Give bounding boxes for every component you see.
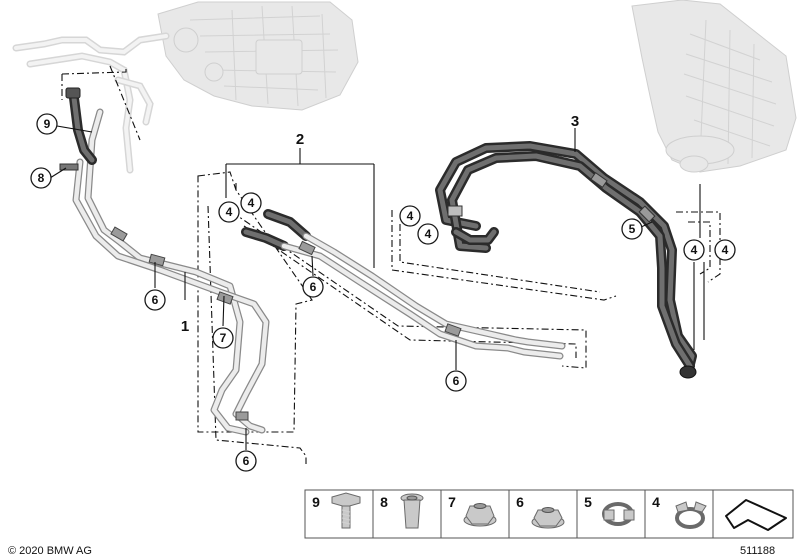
legend-item-4[interactable]: 4: [644, 489, 714, 539]
callout-5[interactable]: 5: [621, 218, 643, 240]
callout-4[interactable]: 4: [714, 239, 736, 261]
svg-text:5: 5: [584, 494, 592, 510]
callout-9[interactable]: 9: [36, 113, 58, 135]
ghost-pipes-top-left: [12, 32, 170, 174]
connector-cap: [65, 87, 81, 99]
svg-text:7: 7: [220, 331, 227, 345]
callout-6[interactable]: 6: [144, 289, 166, 311]
legend-item-9[interactable]: 9: [304, 489, 374, 539]
group-label-2: 2: [296, 131, 304, 148]
legend-item-8[interactable]: 8: [372, 489, 442, 539]
svg-text:8: 8: [38, 171, 45, 185]
svg-text:4: 4: [425, 227, 432, 241]
hose-clamp-icon: [602, 502, 635, 526]
callout-6[interactable]: 6: [302, 276, 324, 298]
hose-assembly-3: [435, 141, 697, 379]
svg-text:9: 9: [44, 117, 51, 131]
group-label-1: 1: [181, 318, 189, 335]
callout-4[interactable]: 4: [417, 223, 439, 245]
callout-4[interactable]: 4: [683, 239, 705, 261]
legend-item-seal[interactable]: [712, 489, 794, 539]
engine-block-illustration: [157, 1, 359, 111]
legend-item-6[interactable]: 6: [508, 489, 578, 539]
svg-text:4: 4: [652, 494, 660, 510]
rivet-nut-icon: [400, 493, 424, 529]
callout-4[interactable]: 4: [240, 192, 262, 214]
svg-text:9: 9: [312, 494, 320, 510]
hex-nut-icon: [463, 503, 497, 527]
callout-4[interactable]: 4: [399, 205, 421, 227]
svg-text:7: 7: [448, 494, 456, 510]
callout-7[interactable]: 7: [212, 327, 234, 349]
collar-nut-icon: [531, 507, 565, 529]
svg-text:6: 6: [243, 454, 250, 468]
svg-text:5: 5: [629, 222, 636, 236]
callout-6[interactable]: 6: [445, 370, 467, 392]
legend-item-5[interactable]: 5: [576, 489, 646, 539]
svg-text:6: 6: [152, 293, 159, 307]
callout-8[interactable]: 8: [30, 167, 52, 189]
pipe-assembly-1: [59, 87, 270, 436]
bracket-8: [59, 163, 79, 171]
legend-item-7[interactable]: 7: [440, 489, 510, 539]
assembly-outline-1: [61, 65, 141, 141]
screw-icon: [331, 492, 361, 529]
leader-lines: [49, 125, 705, 450]
svg-text:6: 6: [516, 494, 524, 510]
heater-unit-illustration: [631, 0, 797, 173]
svg-text:4: 4: [226, 205, 233, 219]
group-label-3: 3: [571, 113, 579, 130]
svg-text:4: 4: [691, 243, 698, 257]
diagram-number: 511188: [740, 545, 775, 557]
svg-text:4: 4: [407, 209, 414, 223]
svg-text:6: 6: [310, 280, 317, 294]
pipe-assembly-2: [241, 209, 566, 360]
svg-text:6: 6: [453, 374, 460, 388]
hose-end-fitting: [447, 205, 463, 217]
callout-4[interactable]: 4: [218, 201, 240, 223]
spring-clamp-icon: [675, 501, 707, 529]
copyright-notice: © 2020 BMW AG: [8, 545, 92, 557]
svg-text:4: 4: [722, 243, 729, 257]
svg-text:8: 8: [380, 494, 388, 510]
callout-6[interactable]: 6: [235, 450, 257, 472]
svg-text:4: 4: [248, 196, 255, 210]
assembly-outline-2: [197, 171, 587, 464]
parts-legend: 9 8 7: [304, 489, 794, 539]
seal-gasket-icon: [725, 499, 787, 531]
